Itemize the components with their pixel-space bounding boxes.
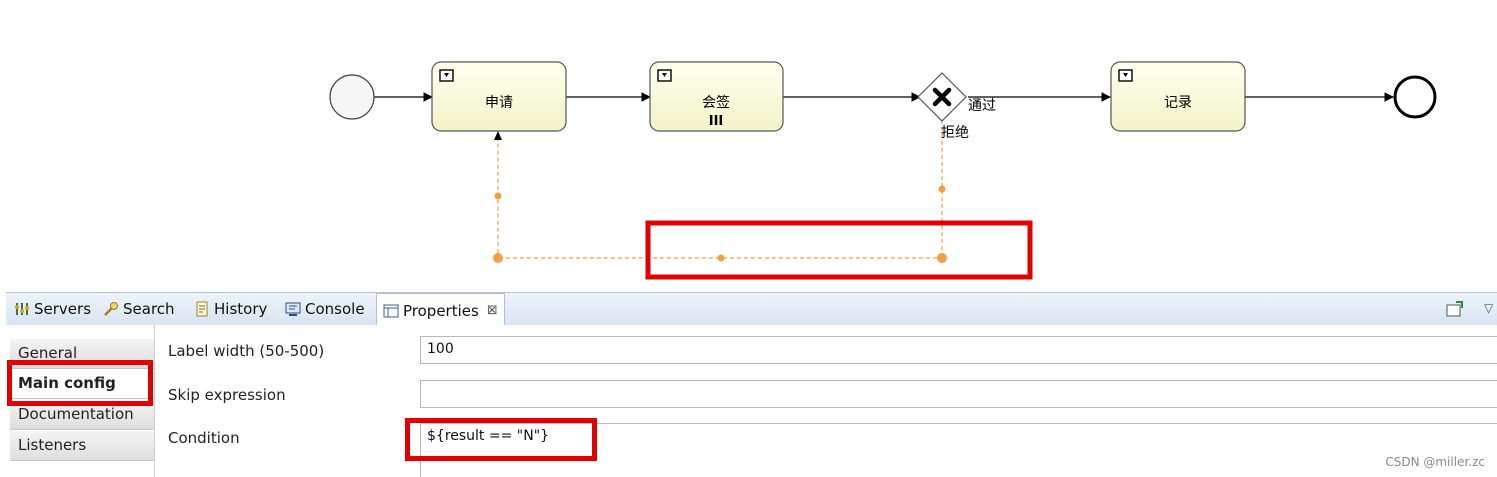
condition-input[interactable]: ${result == "N"} [420, 423, 1497, 477]
gateway-reject-label: 拒绝 [941, 125, 969, 141]
end-event[interactable] [1393, 75, 1437, 119]
tab-console[interactable]: Console [285, 293, 365, 325]
skip-expression-label: Skip expression [168, 386, 286, 404]
tab-history-label: History [214, 300, 268, 318]
task-countersign-label: 会签 [702, 94, 730, 111]
view-menu-icon[interactable]: ▽ [1484, 301, 1494, 315]
exclusive-gateway[interactable] [917, 72, 967, 122]
history-icon [194, 301, 210, 317]
close-icon[interactable]: ⊠ [486, 303, 498, 318]
tab-properties-label: Properties [403, 301, 479, 320]
flow-handle[interactable] [938, 185, 946, 193]
flow-handle[interactable] [937, 253, 947, 263]
multi-instance-marker: III [709, 114, 724, 129]
tab-properties[interactable]: Properties ⊠ [376, 293, 505, 327]
search-icon [103, 301, 119, 317]
tab-search-label: Search [123, 300, 175, 318]
maximize-icon[interactable] [1446, 301, 1463, 317]
flow-handle[interactable] [493, 253, 503, 263]
task-countersign[interactable]: 会签 III [649, 61, 784, 132]
task-apply-label: 申请 [485, 95, 513, 111]
console-icon [285, 301, 301, 317]
flow-reject-arrowhead [494, 131, 502, 140]
gateway-x-icon [932, 87, 952, 107]
view-tab-bar: Servers Search History Console Propertie… [6, 292, 1497, 327]
sidebar-item-listeners[interactable]: Listeners [10, 431, 154, 461]
label-width-input[interactable]: 100 [420, 336, 1497, 364]
task-record-label: 记录 [1164, 95, 1192, 111]
flow-reject-selected[interactable] [497, 120, 943, 259]
flow-handle[interactable] [494, 192, 502, 200]
tab-console-label: Console [305, 300, 365, 318]
task-record[interactable]: 记录 [1110, 61, 1246, 132]
properties-icon [383, 303, 399, 319]
skip-expression-input[interactable] [420, 380, 1497, 408]
label-width-label: Label width (50-500) [168, 342, 325, 360]
flow-handle[interactable] [717, 254, 725, 262]
tab-history[interactable]: History [194, 293, 267, 325]
tab-servers[interactable]: Servers [14, 293, 91, 325]
start-event[interactable] [329, 74, 375, 120]
highlight-box-condition [405, 418, 597, 461]
servers-icon [14, 301, 30, 317]
highlight-box-flow [645, 220, 1033, 280]
condition-label: Condition [168, 429, 240, 447]
sidebar-item-main-config[interactable]: Main config [10, 369, 154, 399]
tab-servers-label: Servers [34, 300, 92, 318]
gateway-pass-label: 通过 [968, 98, 996, 114]
watermark: CSDN @miller.zc [1385, 455, 1485, 469]
tab-search[interactable]: Search [103, 293, 175, 325]
properties-panel: General Main config Documentation Listen… [6, 325, 1497, 477]
task-apply[interactable]: 申请 [431, 61, 567, 132]
process-diagram-canvas[interactable]: 申请 会签 III 通过 拒绝 记录 [0, 0, 1497, 290]
highlight-box-main-config [7, 360, 153, 406]
